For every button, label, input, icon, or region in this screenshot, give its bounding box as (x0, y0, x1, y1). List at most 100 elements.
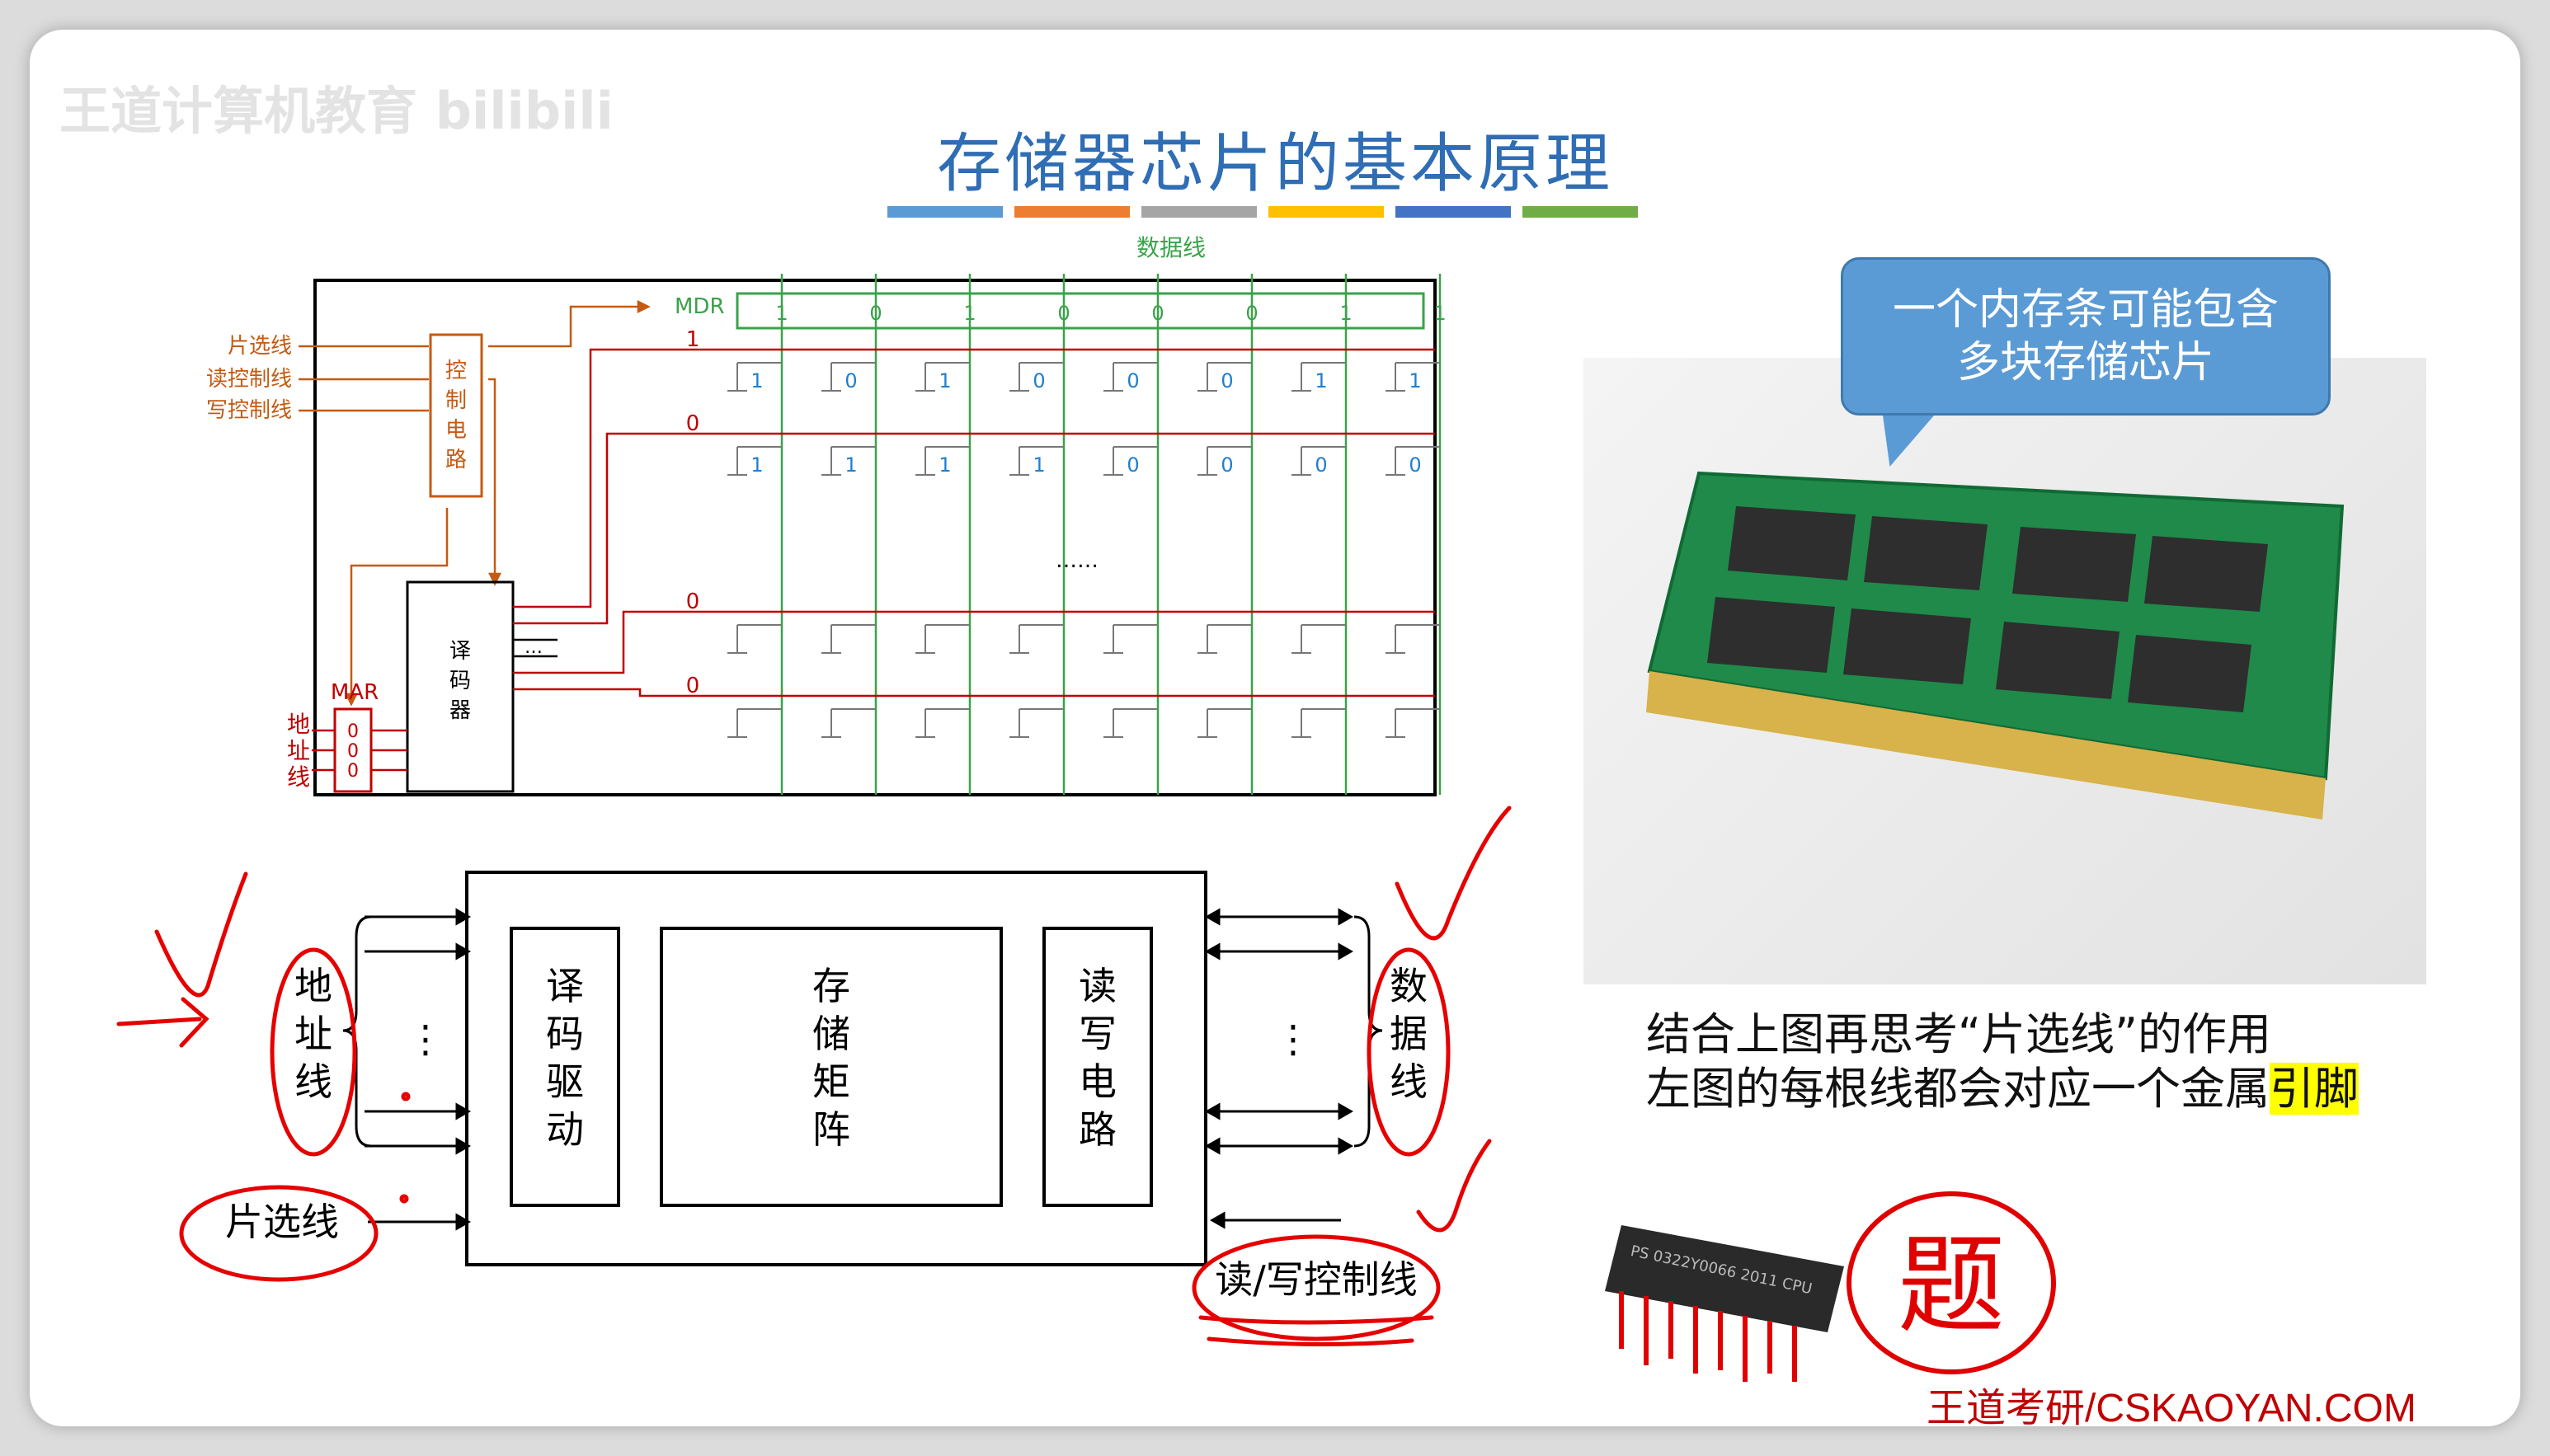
chip-select-label: 片选线 (225, 1200, 339, 1244)
rw-control-label: 读/写控制线 (1215, 1257, 1418, 1302)
speech-bubble: 一个内存条可能包含 多块存储芯片 (1841, 257, 2331, 416)
color-bar-2 (1014, 206, 1130, 218)
rw-control-circle (1192, 1234, 1441, 1341)
slide-title: 存储器芯片的基本原理 (936, 127, 1613, 201)
ic-body (1605, 1225, 1844, 1332)
decoder-drive-label: 译码驱动 (546, 964, 584, 1152)
write-control-line-label: 写控制线 (206, 398, 292, 423)
color-bar-5 (1395, 206, 1511, 218)
stamp-mark: 题 (1847, 1191, 2056, 1374)
cell-bit: 1 (1033, 453, 1045, 477)
mar-bit: 0 (347, 761, 359, 782)
mar-label: MAR (331, 680, 379, 705)
check-mark-2 (1395, 805, 1512, 941)
storage-matrix-label: 存储矩阵 (812, 964, 850, 1152)
footer-brand: 王道考研/CSKAOYAN.COM (1927, 1387, 2416, 1426)
cell-bit: 0 (1221, 453, 1233, 477)
ic-chip-illustration: PS 0322Y0066 2011 CPU (1605, 1225, 1844, 1382)
color-bar-3 (1141, 206, 1257, 218)
decoder-box (406, 580, 515, 793)
cell-bit: 1 (750, 369, 763, 392)
read-control-line-label: 读控制线 (206, 367, 292, 392)
slide: 王道计算机教育 bilibili 存储器芯片的基本原理 数据线 MDR 1 0 1 0… (30, 30, 2520, 1426)
address-line-label: 地址线 (287, 711, 310, 791)
cell-bit: 0 (1127, 369, 1139, 392)
ram-module-photo (1583, 358, 2426, 984)
cell-bit: 0 (1315, 453, 1327, 477)
note-line-2-prefix: 左图的每根线都会对应一个金属 (1646, 1063, 2270, 1115)
check-mark-1 (154, 871, 248, 998)
row-select-values: 1 0 0 0 (686, 327, 700, 698)
control-circuit-box (429, 333, 483, 498)
cell-bit: 0 (1127, 453, 1139, 477)
row-select-value: 0 (686, 589, 700, 614)
row-select-value: 1 (686, 327, 700, 352)
note-highlight: 引脚 (2270, 1063, 2359, 1115)
dot-mark-2 (401, 1092, 411, 1101)
address-label: 地址线 (294, 964, 332, 1104)
cell-bit: 1 (1409, 369, 1421, 392)
ram-gold-contacts (1646, 671, 2326, 820)
decoder-drive-box (510, 927, 620, 1207)
note-line-2: 左图的每根线都会对应一个金属引脚 (1646, 1052, 2359, 1117)
address-circle (270, 947, 357, 1157)
cell-bit: 0 (1409, 453, 1421, 477)
bubble-line-2: 多块存储芯片 (1956, 338, 2214, 387)
data-line-group (780, 274, 1442, 795)
stamp-text: 题 (1898, 1223, 2005, 1348)
cell-bit: 0 (1221, 369, 1233, 392)
row-select-lines (673, 348, 1435, 697)
arrow-mark (116, 997, 209, 1048)
handwritten-annotations (116, 805, 1512, 1347)
storage-matrix-box (660, 927, 1003, 1207)
cell-bit: 1 (939, 369, 951, 392)
chip-outline (465, 871, 1207, 1266)
mdr-bit: 1 (1339, 302, 1352, 325)
check-mark-3 (1416, 1139, 1492, 1233)
mar-bit: 0 (347, 721, 359, 742)
mar-bit: 0 (347, 741, 359, 762)
cell-bit: 1 (1315, 369, 1327, 392)
mdr-bit: 0 (1057, 302, 1070, 325)
note-line-1: 结合上图再思考“片选线”的作用 (1646, 1008, 2271, 1060)
mdr-label: MDR (675, 294, 725, 319)
mdr-bit: 0 (1151, 302, 1164, 325)
rw-circuit-label: 读写电路 (1079, 964, 1117, 1152)
data-brace (1353, 915, 1383, 1148)
mdr-bit: 1 (1433, 302, 1446, 325)
chip-select-circle (179, 1185, 379, 1282)
mar-bits: 000 (347, 721, 359, 782)
cell-bit: 1 (750, 453, 763, 477)
ram-chips (1707, 506, 2268, 712)
color-bar-4 (1268, 206, 1384, 218)
ic-pins (1619, 1291, 1797, 1382)
cell-bit: 0 (845, 369, 857, 392)
row-select-value: 0 (686, 674, 700, 698)
address-brace (342, 915, 372, 1148)
data-line-label: 数据线 (1136, 234, 1206, 261)
row-select-value: 0 (686, 411, 700, 436)
underline-mark (1198, 1315, 1434, 1347)
bubble-line-1: 一个内存条可能包含 (1892, 285, 2279, 335)
data-circle (1367, 947, 1451, 1157)
decoder-label: 译码器 (449, 639, 471, 723)
mdr-bit: 0 (869, 302, 882, 325)
color-bar-1 (887, 206, 1003, 218)
mdr-bit: 1 (963, 302, 976, 325)
ram-module-illustration (1646, 471, 2345, 820)
color-bar-6 (1522, 206, 1638, 218)
cell-bit: 0 (1033, 369, 1045, 392)
row-ellipsis: …… (1056, 548, 1099, 573)
control-circuit-label: 控制电路 (445, 359, 467, 472)
watermark: 王道计算机教育 bilibili (59, 81, 614, 141)
dot-mark (399, 1194, 409, 1204)
chip-select-line-label: 片选线 (228, 334, 292, 359)
rw-circuit-box (1042, 927, 1153, 1207)
cell-bit: 1 (939, 453, 951, 477)
memory-chip-block-diagram: 译码驱动 存储矩阵 读写电路 ⋮ ⋮ 地址线 (116, 805, 1512, 1347)
data-ellipsis: ⋮ (1274, 1017, 1312, 1061)
address-ellipsis: ⋮ (407, 1017, 445, 1061)
